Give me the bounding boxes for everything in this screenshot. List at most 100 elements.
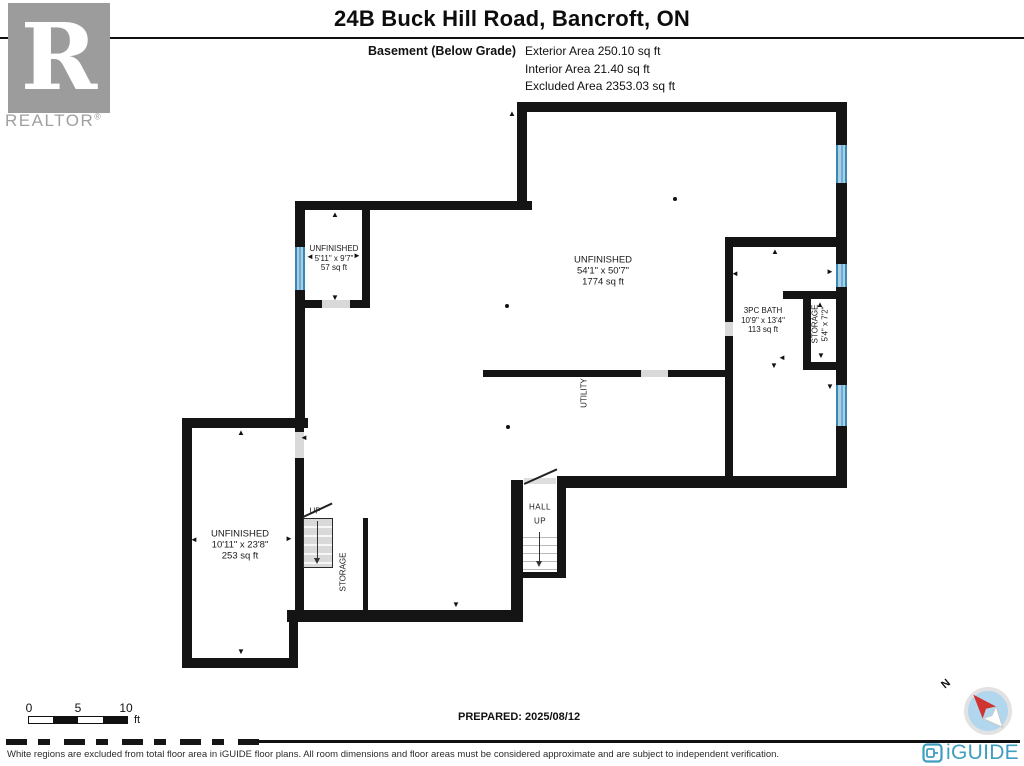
wall (803, 291, 811, 370)
wall (557, 482, 566, 578)
compass-north-label: N (939, 676, 953, 692)
dim-arrow-up: ▲ (508, 109, 516, 118)
wall (511, 480, 523, 618)
support-post (505, 304, 509, 308)
door-opening (641, 370, 668, 377)
dim-arrow-up: ▲ (237, 428, 245, 437)
wall (295, 290, 305, 308)
window (295, 247, 305, 290)
dim-arrow-up: ▲ (771, 247, 779, 256)
dim-arrow-down: ▼ (237, 647, 245, 656)
wall (517, 102, 527, 210)
window (836, 385, 847, 426)
door-opening (322, 300, 350, 308)
wall (483, 370, 641, 377)
hall-label: HALL (528, 502, 552, 512)
dim-arrow-up: ▲ (816, 300, 824, 309)
room-label-lower-unfinished: UNFINISHED 10'11" x 23'8" 253 sq ft (210, 528, 270, 562)
scale-tick-5: 5 (74, 701, 82, 715)
dim-arrow-down: ▼ (331, 293, 339, 302)
dim-arrow-left: ◄ (300, 433, 308, 442)
scale-segment (53, 717, 78, 723)
footer-disclaimer: White regions are excluded from total fl… (7, 749, 780, 760)
dim-arrow-down: ▼ (770, 361, 778, 370)
realtor-logo-text: REALTOR® (5, 111, 103, 130)
dim-arrow-left: ◄ (731, 269, 739, 278)
wall (523, 568, 562, 578)
window (836, 145, 847, 183)
room-label-bath: 3PC BATH 10'9" x 13'4" 113 sq ft (741, 305, 785, 334)
dim-arrow-right: ► (353, 251, 361, 260)
compass-icon (964, 687, 1012, 735)
dim-arrow-left: ◄ (306, 252, 314, 261)
interior-area: Interior Area 21.40 sq ft (525, 62, 650, 76)
wall (295, 210, 305, 247)
hall-up-label: UP (533, 516, 547, 526)
door-opening (725, 322, 733, 336)
dim-arrow-right: ► (826, 267, 834, 276)
room-label-main-unfinished: UNFINISHED 54'1" x 50'7" 1774 sq ft (573, 254, 633, 288)
dim-arrow-down: ▼ (826, 382, 834, 391)
prepared-date: PREPARED: 2025/08/12 (458, 711, 581, 723)
scale-segment (103, 717, 127, 723)
scale-segment (78, 717, 103, 723)
room-label-utility: UTILITY (579, 378, 589, 408)
wall (836, 426, 847, 488)
title-divider (0, 37, 1024, 39)
dim-arrow-down: ▼ (452, 600, 460, 609)
room-label-storage-right: STORAGE 5'4" x 7'2" (810, 304, 830, 344)
dim-arrow-right: ► (285, 534, 293, 543)
wall (182, 658, 298, 668)
wall (182, 418, 308, 428)
wall (668, 370, 733, 377)
wall (182, 418, 192, 668)
stairs-direction-line (317, 521, 318, 559)
wall (350, 300, 370, 308)
scale-tick-10: 10 (119, 701, 133, 715)
dim-arrow-left: ◄ (778, 353, 786, 362)
scale-unit: ft (134, 714, 141, 726)
stairs-direction-line (539, 532, 540, 562)
floor-name: Basement (Below Grade) (368, 44, 516, 58)
room-label-storage-left: STORAGE (338, 552, 348, 592)
support-post (506, 425, 510, 429)
stairs-up-label: UP (309, 506, 321, 516)
wall (517, 102, 847, 112)
page-title: 24B Buck Hill Road, Bancroft, ON (333, 6, 690, 31)
wall (363, 518, 368, 612)
wall (836, 102, 847, 145)
scale-bar (28, 716, 128, 724)
dim-arrow-left: ◄ (190, 535, 198, 544)
dim-arrow-up: ▲ (331, 210, 339, 219)
wall (295, 458, 304, 612)
wall (557, 476, 847, 488)
wall (836, 287, 847, 385)
iguide-logo-icon (922, 743, 943, 763)
dim-arrow-down: ▼ (817, 351, 825, 360)
footer-divider-dashes (6, 739, 261, 745)
wall (289, 612, 298, 668)
room-label-small-unfinished: UNFINISHED 5'11" x 9'7" 57 sq ft (309, 243, 359, 272)
realtor-logo: R (8, 3, 110, 113)
wall (725, 237, 847, 247)
door-opening (295, 432, 304, 458)
wall (362, 210, 370, 308)
wall (295, 300, 322, 308)
scale-tick-0: 0 (25, 701, 33, 715)
wall (836, 183, 847, 264)
wall (803, 362, 836, 370)
support-post (673, 197, 677, 201)
wall (725, 336, 733, 476)
exterior-area: Exterior Area 250.10 sq ft (525, 44, 661, 58)
wall (295, 428, 304, 432)
wall (725, 237, 733, 322)
registered-mark: ® (94, 111, 103, 122)
iguide-logo-text: iGUIDE (946, 741, 1019, 764)
footer-divider (258, 740, 1020, 743)
stairs-direction-arrow (314, 558, 320, 564)
stairs-direction-arrow (536, 561, 542, 567)
excluded-area: Excluded Area 2353.03 sq ft (525, 79, 676, 93)
wall (287, 610, 523, 622)
window (836, 264, 847, 287)
